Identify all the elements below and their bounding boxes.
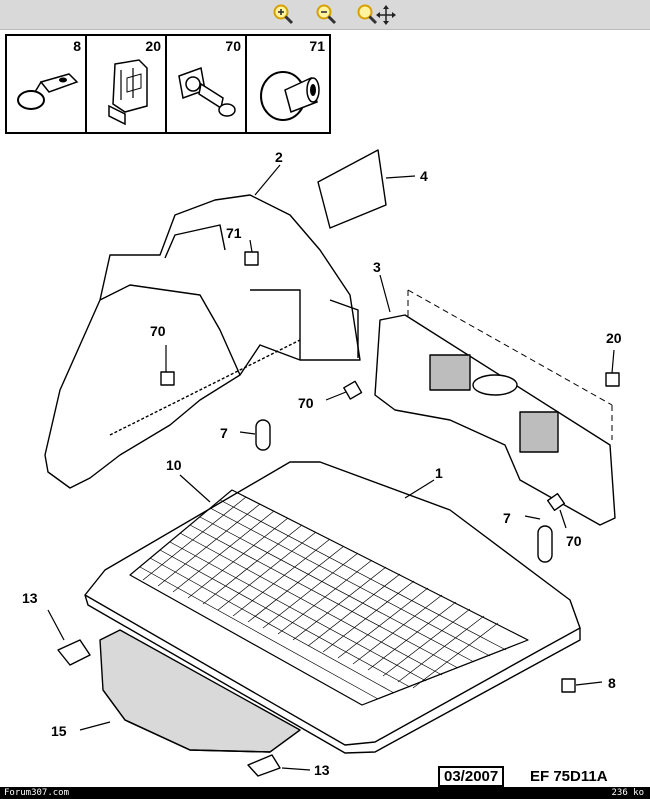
- kit-part-number: 8: [73, 38, 81, 54]
- callout-15: 15: [51, 723, 67, 739]
- zoom-in-icon: [273, 4, 294, 25]
- zoom-out-icon: [316, 4, 337, 25]
- fastener-70: [343, 380, 363, 400]
- rear-trim-panel: [374, 314, 616, 526]
- zoom-in-button[interactable]: [272, 3, 296, 25]
- push-rivet-icon: [178, 66, 236, 117]
- leader-lines: [47, 164, 615, 771]
- callout-4: 4: [420, 168, 428, 184]
- clip-part-13: [57, 639, 91, 666]
- eye-bolt: [255, 419, 553, 563]
- fastener-20: [605, 372, 620, 387]
- clip-part-13: [247, 754, 281, 777]
- zoom-out-button[interactable]: [315, 3, 339, 25]
- diagram-date: 03/2007: [438, 766, 505, 787]
- kit-part-70: 70: [167, 36, 247, 132]
- exploded-diagram: [44, 149, 620, 777]
- diagram-reference: EF 75D11A: [530, 768, 608, 785]
- toolbar: [0, 0, 650, 30]
- fastener-71: [244, 251, 259, 266]
- fastener-8: [561, 678, 576, 693]
- boot-floor-cover: [84, 461, 581, 746]
- kit-part-71: 71: [247, 36, 329, 132]
- callout-8: 8: [608, 675, 616, 691]
- status-size: 236 ko: [611, 788, 644, 798]
- callout-1: 1: [435, 465, 443, 481]
- callout-13: 13: [314, 762, 330, 778]
- status-bar: Forum307.com 236 ko: [0, 787, 650, 799]
- callout-20: 20: [606, 330, 622, 346]
- status-site: Forum307.com: [4, 788, 70, 798]
- callout-70: 70: [150, 323, 166, 339]
- grommet-icon: [260, 71, 320, 121]
- callout-7: 7: [503, 510, 511, 526]
- callout-3: 3: [373, 259, 381, 275]
- callout-71: 71: [226, 225, 242, 241]
- callout-7: 7: [220, 425, 228, 441]
- kit-part-number: 20: [145, 38, 161, 54]
- callout-70: 70: [298, 395, 314, 411]
- kit-part-number: 71: [309, 38, 325, 54]
- callout-70: 70: [566, 533, 582, 549]
- cover-part-4: [317, 149, 387, 229]
- luggage-net: [129, 489, 529, 706]
- parts-kit-table: 8 20 70 71: [5, 34, 331, 134]
- kit-part-20: 20: [87, 36, 167, 132]
- kit-part-number: 70: [225, 38, 241, 54]
- callout-13: 13: [22, 590, 38, 606]
- fastener-70: [546, 492, 566, 512]
- side-trim-panel: [44, 194, 361, 489]
- zoom-pan-button[interactable]: [356, 3, 396, 25]
- zoom-pan-icon: [357, 4, 396, 25]
- bracket-clip-icon: [17, 73, 79, 110]
- retaining-clip-icon: [108, 59, 148, 126]
- fastener-70: [160, 371, 175, 386]
- callout-1: 2: [275, 149, 283, 165]
- kit-part-8: 8: [7, 36, 87, 132]
- callout-10: 10: [166, 457, 182, 473]
